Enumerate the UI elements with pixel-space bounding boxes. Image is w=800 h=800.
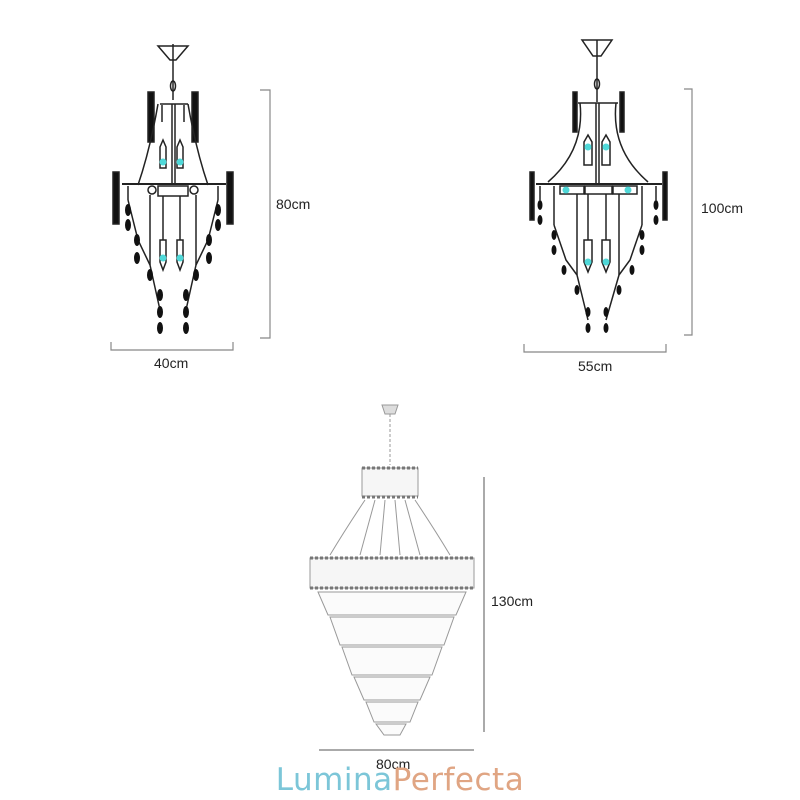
dimension-lines-small: [110, 89, 271, 351]
height-label-large: 130cm: [491, 593, 534, 609]
width-label-medium: 55cm: [578, 358, 613, 374]
width-label-small: 40cm: [154, 355, 189, 371]
crystal-drops-medium: [537, 200, 659, 333]
width-label-large: 80cm: [376, 756, 411, 772]
brand-logo-part1: Lumina: [275, 762, 393, 798]
dimension-lines-large: [319, 477, 485, 751]
brand-logo: LuminaPerfecta: [0, 762, 800, 798]
dimension-lines-medium: [523, 88, 693, 353]
bulb-icons-small: [159, 158, 184, 262]
chandelier-large: [309, 404, 475, 736]
brand-logo-part2: Perfecta: [392, 762, 525, 798]
crystal-drops-small: [125, 204, 221, 334]
chandelier-medium: [529, 39, 668, 321]
chandelier-small: [112, 44, 234, 311]
height-label-medium: 100cm: [701, 200, 744, 216]
height-label-small: 80cm: [276, 196, 311, 212]
bulb-icons-medium: [562, 143, 632, 266]
